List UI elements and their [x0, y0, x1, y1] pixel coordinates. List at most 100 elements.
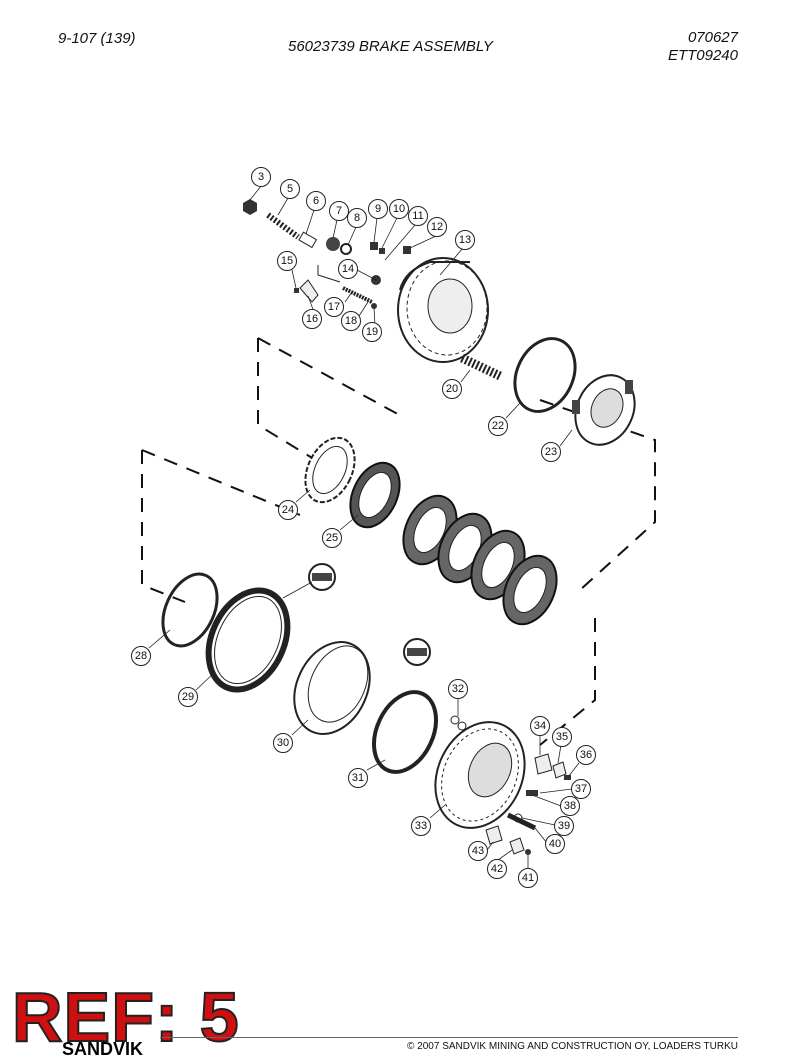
callout-9: 9	[368, 199, 388, 219]
svg-text:19: 19	[366, 326, 378, 338]
callout-8: 8	[347, 208, 367, 228]
svg-text:17: 17	[328, 301, 340, 313]
callout-23: 23	[541, 442, 561, 462]
document-code: ETT09240	[667, 47, 738, 64]
svg-text:20: 20	[446, 383, 458, 395]
callout-41: 41	[518, 868, 538, 888]
part-cover-33	[434, 721, 526, 829]
callout-5: 5	[280, 179, 300, 199]
footer-divider	[160, 1037, 738, 1038]
svg-text:6: 6	[313, 195, 319, 207]
svg-text:14: 14	[342, 263, 354, 275]
callout-43: 43	[468, 841, 488, 861]
part-seal-detail-29	[308, 563, 336, 591]
callout-39: 39	[554, 816, 574, 836]
part-disc-25	[349, 461, 401, 529]
svg-text:38: 38	[564, 800, 576, 812]
svg-text:12: 12	[431, 221, 443, 233]
svg-text:42: 42	[491, 863, 503, 875]
callout-35: 35	[552, 727, 572, 747]
svg-text:22: 22	[492, 420, 504, 432]
svg-text:3: 3	[258, 171, 264, 183]
svg-text:23: 23	[545, 446, 557, 458]
svg-text:15: 15	[281, 255, 293, 267]
part-seal-28	[161, 572, 219, 648]
svg-text:8: 8	[354, 212, 360, 224]
svg-text:36: 36	[580, 749, 592, 761]
part-piston-23	[572, 374, 636, 446]
part-ring-29	[205, 587, 291, 693]
part-pins-17-19	[342, 286, 377, 309]
brand-logo: SANDVIK	[62, 1039, 144, 1059]
copyright-text: © 2007 SANDVIK MINING AND CONSTRUCTION O…	[407, 1041, 738, 1052]
svg-text:31: 31	[352, 772, 364, 784]
part-disc-stack	[402, 494, 558, 626]
callout-14: 14	[338, 259, 358, 279]
callout-3: 3	[251, 167, 271, 187]
svg-text:28: 28	[135, 650, 147, 662]
part-bracket-15-16	[294, 265, 341, 303]
svg-text:11: 11	[412, 210, 423, 222]
callout-40: 40	[545, 834, 565, 854]
svg-text:43: 43	[472, 845, 484, 857]
callout-15: 15	[277, 251, 297, 271]
part-spring-20	[460, 353, 502, 381]
svg-text:32: 32	[452, 683, 464, 695]
svg-text:29: 29	[182, 691, 194, 703]
svg-text:34: 34	[534, 720, 546, 732]
callout-20: 20	[442, 379, 462, 399]
callout-28: 28	[131, 646, 151, 666]
svg-text:13: 13	[459, 234, 471, 246]
page-number: 9-107 (139)	[58, 30, 136, 47]
callout-37: 37	[571, 779, 591, 799]
callout-18: 18	[341, 311, 361, 331]
callout-16: 16	[302, 309, 322, 329]
callout-22: 22	[488, 416, 508, 436]
callout-33: 33	[411, 816, 431, 836]
part-fittings-34-43	[485, 753, 571, 855]
callout-24: 24	[278, 500, 298, 520]
callout-29: 29	[178, 687, 198, 707]
part-sleeve-6	[298, 231, 318, 249]
part-ring-22	[513, 337, 577, 413]
part-housing-13	[397, 257, 489, 363]
svg-text:41: 41	[522, 872, 534, 884]
part-washer-8	[340, 243, 352, 255]
callout-7: 7	[329, 201, 349, 221]
callout-13: 13	[455, 230, 475, 250]
svg-text:18: 18	[345, 315, 357, 327]
part-nut-7	[326, 237, 340, 251]
callout-17: 17	[324, 297, 344, 317]
part-orings-32	[450, 715, 467, 731]
svg-text:33: 33	[415, 820, 427, 832]
part-ring-30	[293, 641, 371, 735]
svg-text:9: 9	[375, 203, 381, 215]
svg-text:40: 40	[549, 838, 561, 850]
svg-text:25: 25	[326, 532, 338, 544]
callout-11: 11	[408, 206, 428, 226]
callout-36: 36	[576, 745, 596, 765]
svg-text:39: 39	[558, 820, 570, 832]
part-spring-5	[266, 212, 300, 240]
callout-30: 30	[273, 733, 293, 753]
date-code: 070627	[687, 29, 738, 46]
callout-25: 25	[322, 528, 342, 548]
part-ring-31	[372, 690, 438, 774]
callout-42: 42	[487, 859, 507, 879]
callout-32: 32	[448, 679, 468, 699]
svg-text:7: 7	[336, 205, 342, 217]
callout-12: 12	[427, 217, 447, 237]
callout-19: 19	[362, 322, 382, 342]
callout-38: 38	[560, 796, 580, 816]
callout-31: 31	[348, 768, 368, 788]
page-title: 56023739 BRAKE ASSEMBLY	[288, 38, 493, 55]
svg-text:30: 30	[277, 737, 289, 749]
part-disc-24	[304, 436, 356, 504]
part-seal-detail-31	[403, 638, 431, 666]
svg-text:10: 10	[393, 203, 405, 215]
svg-text:5: 5	[287, 183, 293, 195]
svg-text:37: 37	[575, 783, 587, 795]
part-nut-3	[243, 199, 257, 215]
callout-34: 34	[530, 716, 550, 736]
